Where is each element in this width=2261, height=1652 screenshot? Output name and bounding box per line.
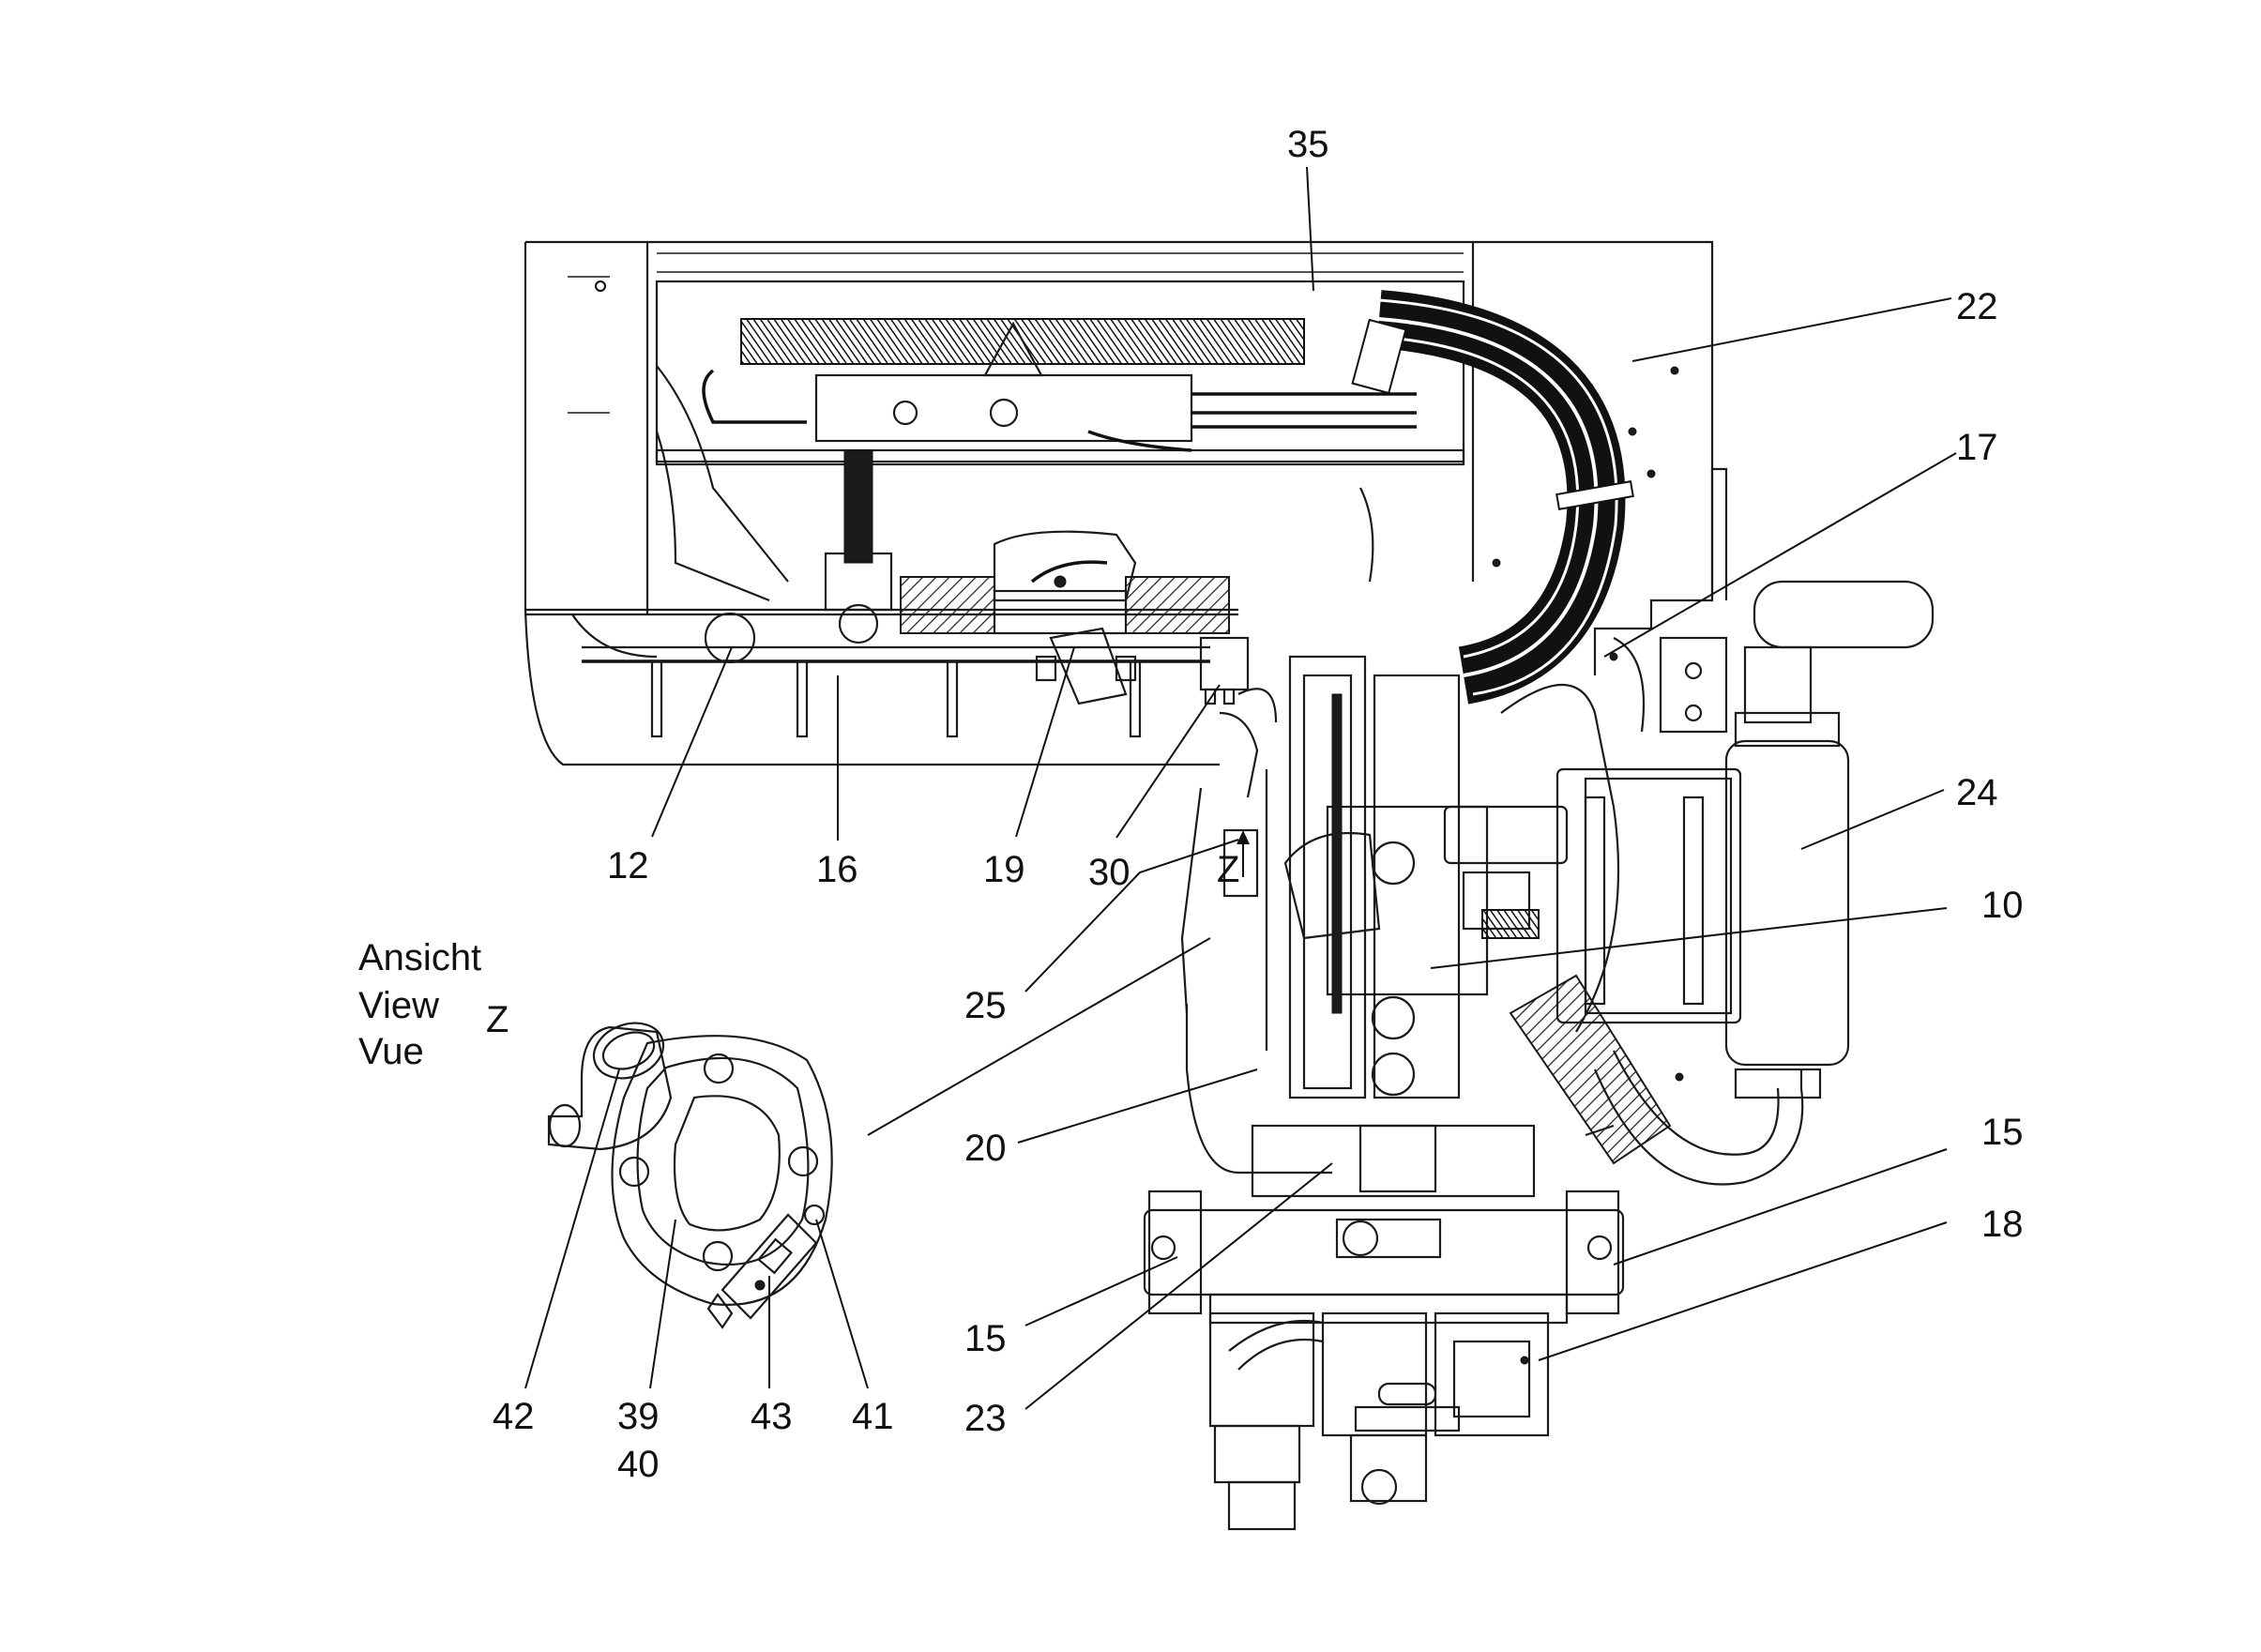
elbow-pipe-42	[547, 1022, 673, 1151]
pump-assembly	[1208, 1311, 1550, 1531]
view-z-marker: Z	[1217, 830, 1250, 890]
callout-10: 10	[1981, 885, 2024, 926]
callout-39: 39	[617, 1396, 660, 1437]
callout-22: 22	[1956, 286, 1998, 327]
view-caption-letter: Z	[486, 999, 508, 1040]
callout-15-right: 15	[1981, 1112, 2024, 1153]
callout-35: 35	[1287, 124, 1329, 165]
sensor-30	[1199, 636, 1250, 705]
callout-15-left: 15	[964, 1318, 1007, 1359]
callout-23: 23	[964, 1398, 1007, 1439]
callout-24: 24	[1956, 772, 1998, 813]
transmission-housing	[1143, 1124, 1625, 1325]
lower-rail	[571, 612, 1250, 738]
leader-lines	[524, 166, 1957, 1410]
callout-42: 42	[493, 1396, 535, 1437]
callout-30: 30	[1088, 852, 1130, 893]
callout-43: 43	[751, 1396, 793, 1437]
callout-12: 12	[607, 845, 649, 887]
hose-bundle-22	[1351, 290, 1634, 705]
view-z-caption: Ansicht View Vue Z	[358, 937, 508, 1072]
intake-pipe-17	[1500, 637, 1804, 1186]
sensor-43	[706, 1204, 826, 1329]
callout-17: 17	[1956, 427, 1998, 468]
gauge-12	[704, 612, 756, 664]
inset-view-z: Ansicht View Vue Z	[358, 937, 833, 1329]
air-filter-24	[1555, 580, 1935, 1099]
callout-16: 16	[816, 849, 858, 890]
view-caption-line-3: Vue	[358, 1031, 424, 1072]
callout-18: 18	[1981, 1204, 2024, 1245]
engine-block	[1180, 655, 1569, 1099]
cooler-assembly	[655, 280, 1465, 644]
exhaust-flange-39	[611, 1035, 833, 1306]
callout-19: 19	[983, 849, 1025, 890]
fan-section	[900, 530, 1230, 635]
view-caption-line-2: View	[358, 985, 439, 1026]
view-caption-line-1: Ansicht	[358, 937, 481, 978]
callout-numbers: 35 22 17 24 10 15 18 12 16 19 30 25 20 1…	[493, 124, 2024, 1485]
valve-19	[1035, 627, 1137, 705]
rail-brackets	[650, 659, 1142, 738]
callout-25: 25	[964, 985, 1007, 1026]
callout-41: 41	[852, 1396, 894, 1437]
view-z-marker-letter: Z	[1217, 849, 1239, 890]
callout-40: 40	[617, 1444, 660, 1485]
main-assembly: Z	[524, 240, 1935, 1531]
callout-20: 20	[964, 1128, 1007, 1169]
